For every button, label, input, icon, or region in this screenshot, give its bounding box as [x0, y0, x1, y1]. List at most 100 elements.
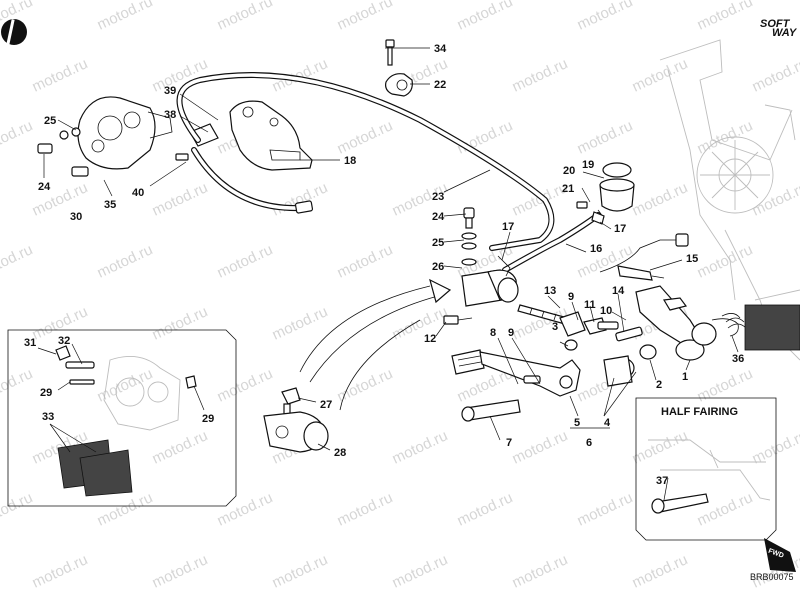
watermark-text: motod.ru	[30, 551, 91, 591]
callout-13: 13	[544, 285, 556, 297]
callout-17-reservoir: 17	[614, 223, 626, 235]
watermark-text: motod.ru	[335, 365, 396, 405]
watermark-text: motod.ru	[575, 117, 636, 157]
watermark-text: motod.ru	[575, 489, 636, 529]
watermark-text: motod.ru	[510, 427, 571, 467]
callout-17-hose: 17	[502, 221, 514, 233]
brake-hose-long	[176, 72, 555, 251]
callout-24-mc: 24	[432, 211, 445, 223]
callout-6: 6	[586, 437, 592, 449]
callout-27: 27	[320, 399, 332, 411]
callout-29-right: 29	[202, 413, 214, 425]
callout-38: 38	[164, 109, 176, 121]
drawing-code: BRB00075	[750, 572, 794, 582]
callout-10: 10	[600, 305, 612, 317]
watermark-text: motod.ru	[510, 55, 571, 95]
callout-9-upper: 9	[568, 291, 574, 303]
watermark-text: motod.ru	[215, 241, 276, 281]
brake-light-switch	[599, 233, 689, 281]
callout-7: 7	[506, 437, 512, 449]
callout-2: 2	[656, 379, 662, 391]
callout-37: 37	[656, 475, 668, 487]
caliper-bracket	[229, 100, 313, 171]
callout-5: 5	[574, 417, 580, 429]
callout-32: 32	[58, 335, 70, 347]
assembly-direction-arrows	[299, 278, 452, 411]
watermark-text: motod.ru	[630, 551, 691, 591]
watermark-text: motod.ru	[630, 179, 691, 219]
callout-30: 30	[70, 211, 82, 223]
callout-14: 14	[612, 285, 625, 297]
fwd-direction-icon: FWD	[764, 538, 796, 572]
half-fairing-title: HALF FAIRING	[661, 406, 738, 418]
watermark-text: motod.ru	[695, 241, 756, 281]
brake-fluid-reservoir	[576, 162, 635, 225]
callout-22: 22	[434, 79, 446, 91]
callout-35: 35	[104, 199, 116, 211]
rear-master-cylinder	[443, 207, 519, 325]
callout-16: 16	[590, 243, 602, 255]
watermark-text: motod.ru	[335, 117, 396, 157]
watermark-text: motod.ru	[30, 55, 91, 95]
callout-28: 28	[334, 447, 346, 459]
watermark-text: motod.ru	[150, 427, 211, 467]
clevis-parts	[559, 311, 619, 337]
watermark-text: motod.ru	[335, 0, 396, 34]
callout-25-mc: 25	[432, 237, 444, 249]
watermark-text: motod.ru	[215, 489, 276, 529]
reservoir-hose	[502, 212, 601, 273]
callout-20: 20	[563, 165, 575, 177]
hose-clamp-and-bolt	[385, 39, 413, 97]
watermark-text: motod.ru	[270, 303, 331, 343]
watermark-text: motod.ru	[150, 303, 211, 343]
callout-15: 15	[686, 253, 698, 265]
callout-labels: 34 22 18 39 38 40 25 24 35 30 23 24 25 2…	[24, 43, 744, 487]
publisher-logo-icon	[1, 19, 27, 46]
half-fairing-inset	[635, 397, 777, 541]
watermark-text: motod.ru	[630, 55, 691, 95]
watermark-text: motod.ru	[750, 55, 800, 95]
logo-bottom-text: WAY	[772, 27, 798, 39]
callout-1: 1	[682, 371, 688, 383]
softway-logo: SOFT WAY	[760, 18, 798, 39]
watermark-text: motod.ru	[215, 0, 276, 34]
callout-12: 12	[424, 333, 436, 345]
brake-pedal-assembly	[615, 285, 800, 361]
watermark-text: motod.ru	[455, 0, 516, 34]
watermark-text: motod.ru	[95, 241, 156, 281]
callout-9-lower: 9	[508, 327, 514, 339]
watermark-text: motod.ru	[335, 241, 396, 281]
callout-23: 23	[432, 191, 444, 203]
watermark-text: motod.ru	[630, 427, 691, 467]
rear-brake-lever	[451, 349, 635, 422]
callout-25-caliper: 25	[44, 115, 56, 127]
callout-21: 21	[562, 183, 574, 195]
watermark-text: motod.ru	[270, 179, 331, 219]
watermark-text: motod.ru	[455, 489, 516, 529]
watermark-text: motod.ru	[695, 365, 756, 405]
watermark-text: motod.ru	[695, 0, 756, 34]
watermark-text: motod.ru	[0, 241, 35, 281]
callout-33: 33	[42, 411, 54, 423]
callout-24-caliper: 24	[38, 181, 51, 193]
callout-11: 11	[584, 299, 596, 311]
callout-19: 19	[582, 159, 594, 171]
callout-34: 34	[434, 43, 447, 55]
watermark-text: motod.ru	[390, 427, 451, 467]
watermark-text: motod.ru	[575, 0, 636, 34]
watermark-text: motod.ru	[95, 489, 156, 529]
callout-36: 36	[732, 353, 744, 365]
logo-top-text: SOFT	[760, 18, 791, 30]
watermark-text: motod.ru	[750, 179, 800, 219]
leader-lines	[37, 47, 739, 501]
watermark-text: motod.ru	[455, 117, 516, 157]
watermark-text: motod.ru	[0, 489, 35, 529]
callout-4: 4	[604, 417, 611, 429]
watermark-text: motod.ru	[0, 365, 35, 405]
watermark-text: motod.ru	[510, 551, 571, 591]
callout-8: 8	[490, 327, 496, 339]
callout-31: 31	[24, 337, 36, 349]
watermark-text: motod.ru	[150, 179, 211, 219]
watermark-text: motod.ru	[270, 551, 331, 591]
rear-caliper-assembly	[37, 96, 173, 177]
